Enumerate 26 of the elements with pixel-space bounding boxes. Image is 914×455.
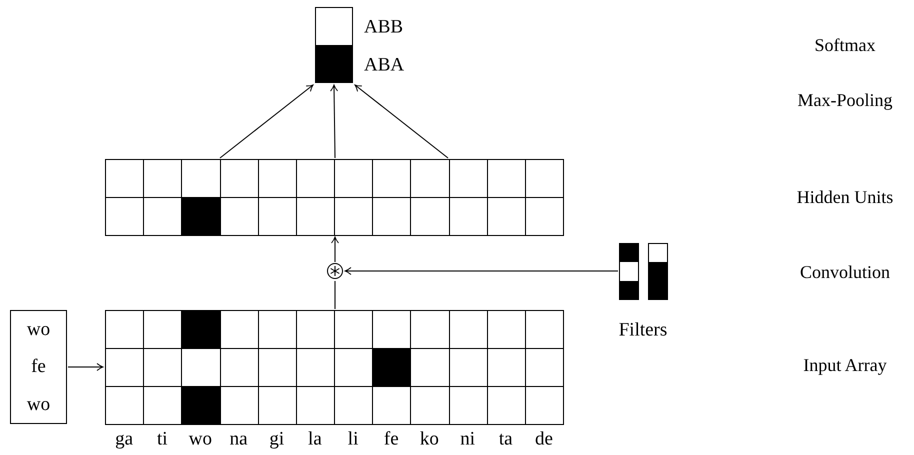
connector-line — [334, 280, 336, 310]
column-label: ga — [115, 430, 134, 448]
class-label: ABA — [364, 56, 404, 74]
convolution-operator-icon — [327, 263, 343, 279]
column-label: gi — [269, 430, 284, 448]
column-label: ko — [420, 430, 439, 448]
column-label: ti — [156, 430, 168, 448]
word-label: wo — [26, 394, 50, 414]
column-label: ni — [460, 430, 475, 448]
column-label: li — [348, 430, 358, 448]
layer-label: Max-Pooling — [798, 91, 892, 109]
column-label: de — [534, 430, 553, 448]
layer-label: Convolution — [800, 263, 890, 281]
layer-label: Softmax — [814, 36, 876, 54]
word-box — [10, 310, 67, 424]
column-label: ta — [498, 430, 513, 448]
column-label: la — [308, 430, 322, 448]
word-label: fe — [31, 357, 46, 376]
layer-label: Hidden Units — [796, 188, 894, 206]
class-label: ABB — [364, 18, 404, 36]
word-label: wo — [26, 320, 50, 340]
column-label: fe — [384, 430, 399, 448]
layer-label: Input Array — [803, 356, 887, 374]
column-label: wo — [188, 430, 212, 448]
column-label: na — [230, 430, 248, 448]
filters-label: Filters — [618, 320, 668, 340]
